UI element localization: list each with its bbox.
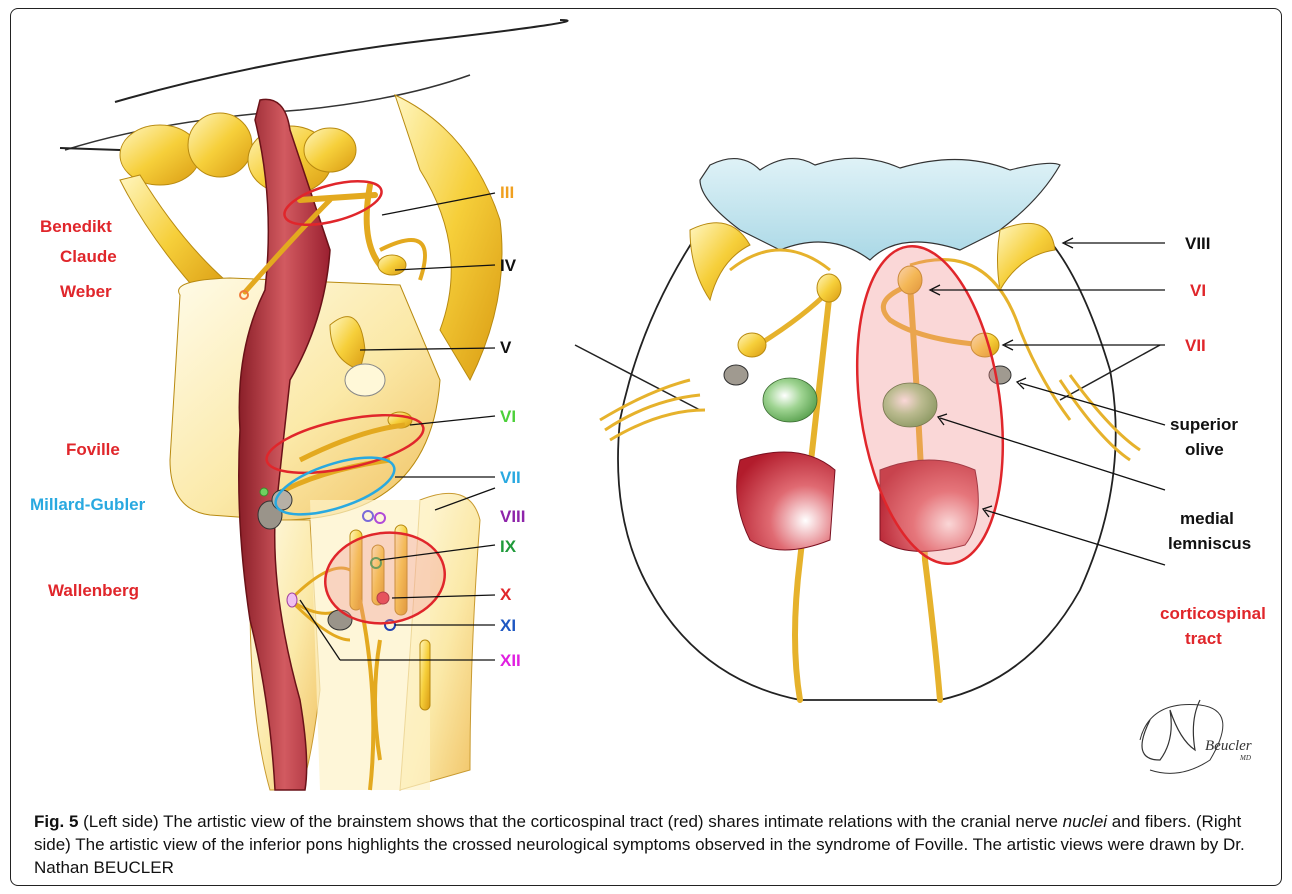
label-pons-vi: VI [1190, 281, 1206, 300]
label-corticospinal-line1: corticospinal [1160, 604, 1266, 623]
caption-text-part1: (Left side) The artistic view of the bra… [78, 812, 1062, 831]
foville-lesion-outline [838, 237, 1021, 573]
label-nerve-v: V [500, 338, 512, 357]
label-tract-line2: tract [1185, 629, 1222, 648]
artist-signature: Beucler MD [1140, 700, 1252, 773]
label-pons-vii: VII [1185, 336, 1206, 355]
label-medial-line1: medial [1180, 509, 1234, 528]
label-nerve-iii: III [500, 183, 514, 202]
label-superior-line1: superior [1170, 415, 1238, 434]
label-olive-line2: olive [1185, 440, 1224, 459]
cranial-nerve-labels: III IV V VI VII VIII IX X XI XII [500, 183, 526, 670]
syndrome-labels: Benedikt Claude Weber Foville Millard-Gu… [30, 217, 146, 600]
label-millard-gubler: Millard-Gubler [30, 495, 146, 514]
label-wallenberg: Wallenberg [48, 581, 139, 600]
label-nerve-x: X [500, 585, 512, 604]
pons-labels: VIII VI VII superior olive medial lemnis… [1160, 234, 1266, 648]
label-nerve-vii: VII [500, 468, 521, 487]
label-claude: Claude [60, 247, 117, 266]
label-nerve-xi: XI [500, 616, 516, 635]
figure-caption: Fig. 5 (Left side) The artistic view of … [34, 810, 1254, 879]
label-nerve-ix: IX [500, 537, 517, 556]
label-lemniscus-line2: lemniscus [1168, 534, 1251, 553]
pons-section-drawing [575, 158, 1160, 700]
signature-suffix: MD [1239, 754, 1251, 762]
label-foville: Foville [66, 440, 120, 459]
caption-italic-term: nuclei [1063, 812, 1107, 831]
signature-text: Beucler [1205, 738, 1252, 754]
label-nerve-iv: IV [500, 256, 517, 275]
label-nerve-vi: VI [500, 407, 516, 426]
label-benedikt: Benedikt [40, 217, 112, 236]
figure-illustration: Beucler MD Benedikt Claude Weber Foville… [0, 0, 1292, 810]
figure-number: Fig. 5 [34, 812, 78, 831]
brainstem-drawing [60, 20, 568, 790]
label-nerve-xii: XII [500, 651, 521, 670]
label-pons-viii: VIII [1185, 234, 1211, 253]
label-weber: Weber [60, 282, 112, 301]
label-nerve-viii: VIII [500, 507, 526, 526]
